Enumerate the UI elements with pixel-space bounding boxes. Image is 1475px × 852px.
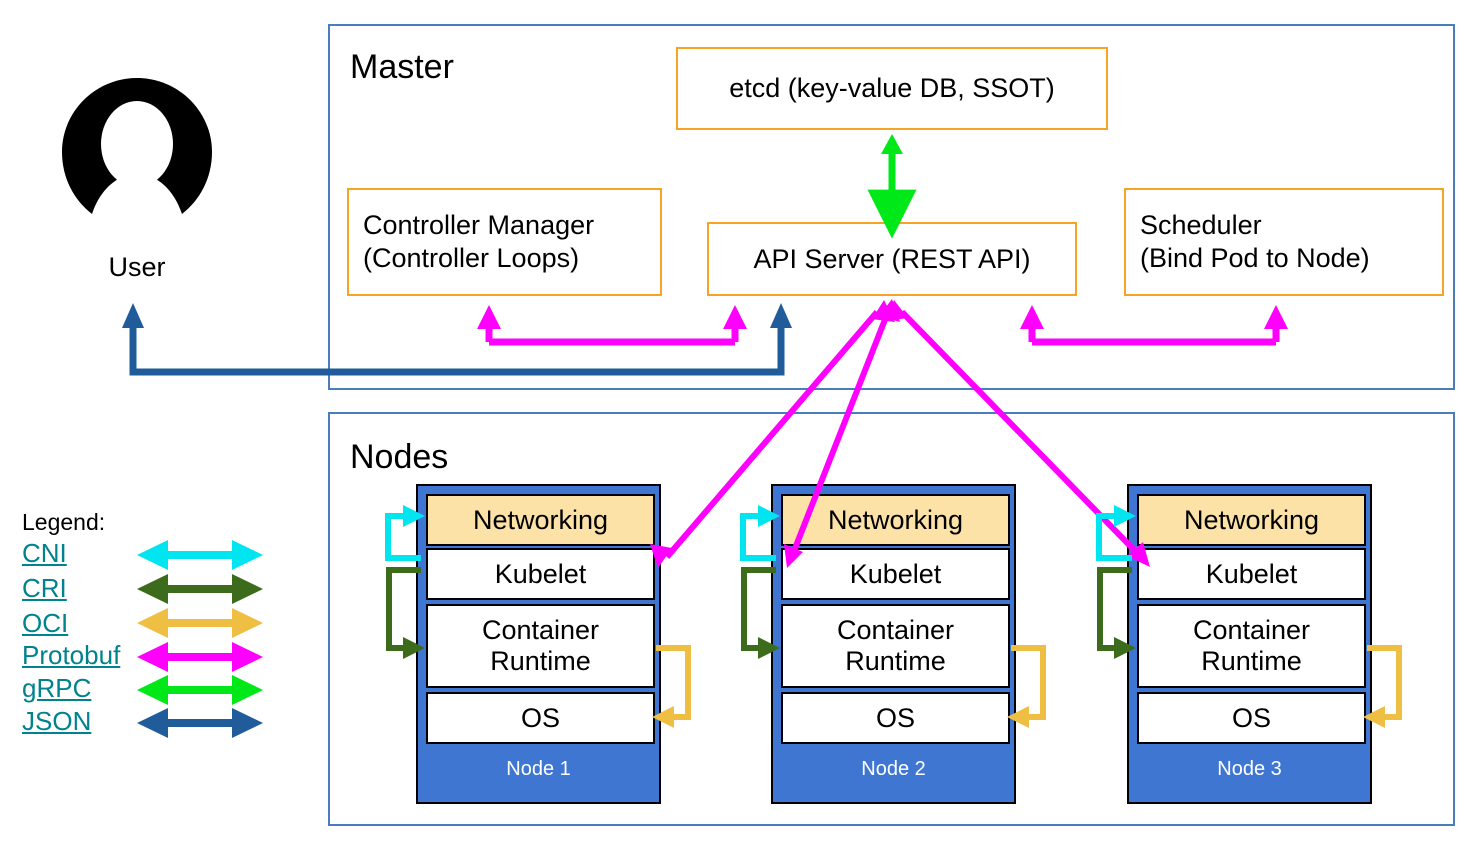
controller-manager-box[interactable]: Controller Manager (Controller Loops) — [347, 188, 662, 296]
node-2-layer-os[interactable]: OS — [781, 692, 1010, 744]
node-3-layer-networking[interactable]: Networking — [1137, 494, 1366, 546]
node-3-layer-container-runtime[interactable]: Container Runtime — [1137, 604, 1366, 688]
legend-item-json[interactable]: JSON — [22, 706, 92, 736]
node-2-layer-networking[interactable]: Networking — [781, 494, 1010, 546]
scheduler-label: Scheduler (Bind Pod to Node) — [1140, 210, 1370, 273]
api-server-box[interactable]: API Server (REST API) — [707, 222, 1077, 296]
arrow-cni-node-1 — [385, 505, 425, 561]
legend-item-cni[interactable]: CNI — [22, 538, 67, 568]
node-1-name: Node 1 — [506, 758, 571, 780]
legend-item-protobuf[interactable]: Protobuf — [22, 640, 121, 670]
node-1-os-label: OS — [520, 702, 560, 733]
arrow-cri-node-3 — [1097, 567, 1136, 659]
arrow-protobuf-scheduler-apiserver — [1020, 305, 1288, 346]
nodes-group-box — [328, 412, 1455, 826]
legend-swatch-cni — [137, 540, 263, 570]
node-1-networking-label: Networking — [472, 504, 609, 535]
node-1[interactable]: Networking Kubelet Container Runtime OS … — [416, 484, 661, 804]
node-1-layer-container-runtime[interactable]: Container Runtime — [426, 604, 655, 688]
arrow-cni-node-3 — [1096, 505, 1136, 561]
arrow-grpc-etcd-apiserver — [867, 134, 917, 239]
node-3-kubelet-label: Kubelet — [1205, 558, 1298, 589]
arrow-oci-node-1 — [652, 645, 691, 728]
node-2[interactable]: Networking Kubelet Container Runtime OS … — [771, 484, 1016, 804]
legend-swatch-protobuf — [137, 642, 263, 672]
node-2-container-runtime-label: Container Runtime — [836, 615, 955, 676]
etcd-label: etcd (key-value DB, SSOT) — [729, 73, 1055, 103]
node-1-layer-os[interactable]: OS — [426, 692, 655, 744]
node-3-layer-kubelet[interactable]: Kubelet — [1137, 548, 1366, 600]
legend-swatch-cri — [137, 574, 263, 604]
legend-title: Legend: — [22, 509, 106, 535]
legend-swatch-json — [137, 708, 263, 738]
node-3-container-runtime-label: Container Runtime — [1192, 615, 1311, 676]
node-3-layer-os[interactable]: OS — [1137, 692, 1366, 744]
node-2-layer-container-runtime[interactable]: Container Runtime — [781, 604, 1010, 688]
legend-item-cri[interactable]: CRI — [22, 573, 67, 603]
master-group-title: Master — [350, 48, 454, 86]
user-avatar-icon — [62, 78, 212, 224]
node-1-layer-networking[interactable]: Networking — [426, 494, 655, 546]
legend-item-grpc[interactable]: gRPC — [22, 673, 92, 703]
node-1-layer-kubelet[interactable]: Kubelet — [426, 548, 655, 600]
node-2-name: Node 2 — [861, 758, 926, 780]
node-2-os-label: OS — [875, 702, 915, 733]
node-2-kubelet-label: Kubelet — [849, 558, 942, 589]
nodes-group-title: Nodes — [350, 438, 449, 476]
user-label: User — [108, 252, 166, 282]
legend-swatch-oci — [137, 608, 263, 638]
arrow-cni-node-2 — [740, 505, 780, 561]
legend-swatch-grpc — [137, 675, 263, 705]
master-group-box — [328, 24, 1455, 390]
arrow-cri-node-2 — [741, 567, 780, 659]
legend-item-oci[interactable]: OCI — [22, 608, 69, 638]
node-1-container-runtime-label: Container Runtime — [481, 615, 600, 676]
scheduler-box[interactable]: Scheduler (Bind Pod to Node) — [1124, 188, 1444, 296]
node-1-kubelet-label: Kubelet — [494, 558, 587, 589]
node-3-os-label: OS — [1231, 702, 1271, 733]
controller-manager-label: Controller Manager (Controller Loops) — [363, 210, 595, 273]
arrow-protobuf-controller-apiserver — [477, 305, 747, 346]
node-2-networking-label: Networking — [827, 504, 964, 535]
node-3-networking-label: Networking — [1183, 504, 1320, 535]
arrow-oci-node-3 — [1363, 645, 1402, 728]
node-3[interactable]: Networking Kubelet Container Runtime OS … — [1127, 484, 1372, 804]
api-server-label: API Server (REST API) — [753, 243, 1031, 274]
node-3-name: Node 3 — [1217, 758, 1282, 780]
arrow-cri-node-1 — [386, 567, 425, 659]
node-2-layer-kubelet[interactable]: Kubelet — [781, 548, 1010, 600]
arrow-json-user-apiserver — [122, 303, 792, 376]
arrow-oci-node-2 — [1007, 645, 1046, 728]
etcd-box[interactable]: etcd (key-value DB, SSOT) — [676, 47, 1108, 130]
